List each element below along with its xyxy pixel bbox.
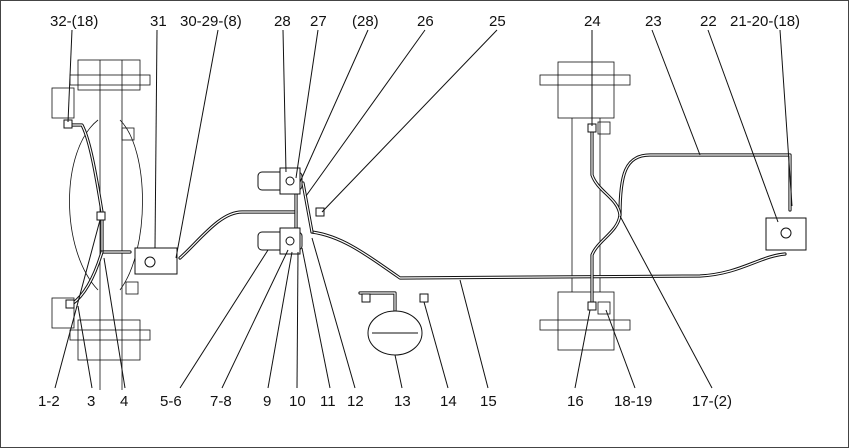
label-10: 10 xyxy=(289,393,306,410)
front-distribution-block xyxy=(134,247,178,275)
label-5-6: 5-6 xyxy=(160,393,182,410)
label-23: 23 xyxy=(645,13,662,30)
label-16: 16 xyxy=(567,393,584,410)
brake-pipes xyxy=(66,123,792,312)
label-4: 4 xyxy=(120,393,128,410)
bottom-labels: 1-2 3 4 5-6 7-8 9 10 11 12 13 14 15 16 1… xyxy=(38,393,732,410)
label-28-ref: (28) xyxy=(352,13,379,30)
label-12: 12 xyxy=(347,393,364,410)
label-31: 31 xyxy=(150,13,167,30)
label-15: 15 xyxy=(480,393,497,410)
label-28: 28 xyxy=(274,13,291,30)
label-17-2: 17-(2) xyxy=(692,393,732,410)
small-clamps xyxy=(63,119,597,311)
brake-valve-lower xyxy=(257,227,303,255)
label-26: 26 xyxy=(417,13,434,30)
leader-lines xyxy=(54,29,793,389)
label-27: 27 xyxy=(310,13,327,30)
label-3: 3 xyxy=(87,393,95,410)
label-18-19: 18-19 xyxy=(614,393,652,410)
label-14: 14 xyxy=(440,393,457,410)
label-1-2: 1-2 xyxy=(38,393,60,410)
top-labels: 32-(18) 31 30-29-(8) 28 27 (28) 26 25 24… xyxy=(50,13,800,30)
rear-distribution-block xyxy=(765,217,807,251)
rear-axle xyxy=(539,61,631,351)
label-7-8: 7-8 xyxy=(210,393,232,410)
label-32-18: 32-(18) xyxy=(50,13,98,30)
label-9: 9 xyxy=(263,393,271,410)
air-tank xyxy=(367,310,423,356)
label-24: 24 xyxy=(584,13,601,30)
label-30-29-8: 30-29-(8) xyxy=(180,13,242,30)
label-11: 11 xyxy=(320,393,336,410)
label-22: 22 xyxy=(700,13,717,30)
brake-valve-upper xyxy=(257,167,303,195)
label-13: 13 xyxy=(394,393,411,410)
label-25: 25 xyxy=(489,13,506,30)
label-21-20-18: 21-20-(18) xyxy=(730,13,800,30)
